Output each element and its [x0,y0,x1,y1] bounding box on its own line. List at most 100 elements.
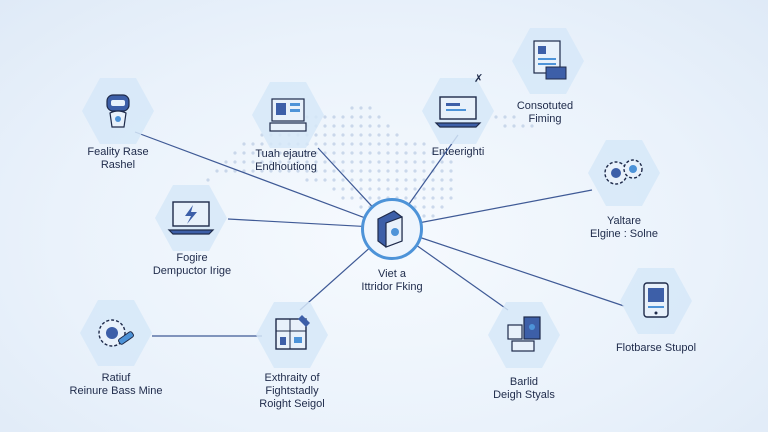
map-dot [287,169,291,173]
label-bottom-left-line1: Ratiuf [101,372,131,384]
map-dot [251,151,255,155]
node-top-right[interactable] [512,28,584,94]
map-dot [251,169,255,173]
map-dot [431,187,435,191]
map-dot [395,151,399,155]
document-stack-icon [533,40,567,80]
map-dot [413,187,417,191]
map-dot [341,133,345,137]
map-dot [359,124,363,128]
map-dot [512,115,516,119]
map-dot [422,187,426,191]
map-dot [341,160,345,164]
label-top-left-line1: Feality Rase [87,146,149,158]
map-dot [359,187,363,191]
hub-node[interactable] [361,198,423,260]
map-dot [368,178,372,182]
map-dot [431,205,435,209]
map-dot [386,151,390,155]
map-dot [269,169,273,173]
node-bottom-left[interactable] [80,300,152,366]
map-dot [431,196,435,200]
node-top-left[interactable] [82,78,154,144]
map-dot [503,124,507,128]
map-dot [449,178,453,182]
map-dot [413,151,417,155]
label-top-center: Tuah ejautre Endhoutiong [255,148,317,174]
map-dot [395,169,399,173]
map-dot [260,151,264,155]
connector-top-left [134,131,393,229]
map-dot [278,151,282,155]
office-desk-icon [269,98,307,132]
node-bottom-right[interactable] [488,302,560,368]
node-right-lower[interactable] [620,268,692,334]
map-dot [440,178,444,182]
map-dot [359,178,363,182]
map-dot [404,178,408,182]
label-bottom-center-line2: Fightstadly [265,385,319,397]
map-dot [449,160,453,164]
map-dot [314,178,318,182]
label-right-upper: Yaltare Elgine : Solne [590,215,658,241]
map-dot [422,160,426,164]
map-dot [395,178,399,182]
map-dot [296,151,300,155]
label-right-upper-line2: Elgine : Solne [590,228,658,240]
map-dot [377,115,381,119]
map-dot [269,160,273,164]
map-dot [251,160,255,164]
label-mid-left-line2: Dempuctor Irige [152,265,232,277]
map-dot [422,142,426,146]
map-dot [305,151,309,155]
map-dot [422,205,426,209]
map-dot [233,151,237,155]
map-dot [305,169,309,173]
hub-label-line1: Viet a [378,268,406,280]
map-dot [404,187,408,191]
map-dot [440,196,444,200]
label-top-center-line2: Endhoutiong [255,161,317,173]
map-dot [323,124,327,128]
label-top-right: Consotuted Fiming [517,100,573,126]
map-dot [413,160,417,164]
map-dot [359,160,363,164]
map-dot [521,124,525,128]
map-dot [206,178,210,182]
map-dot [233,160,237,164]
map-dot [386,187,390,191]
node-mid-left[interactable] [155,185,227,251]
map-dot [323,151,327,155]
map-dot [404,196,408,200]
map-dot [305,178,309,182]
map-dot [350,169,354,173]
map-dot [332,151,336,155]
node-bottom-center[interactable] [256,302,328,368]
node-top-center[interactable] [252,82,324,148]
map-dot [341,115,345,119]
map-dot [395,133,399,137]
map-dot [359,142,363,146]
map-dot [341,169,345,173]
world-map-dots [206,106,534,218]
map-dot [278,169,282,173]
gear-wrench-icon [98,319,134,347]
map-dot [494,115,498,119]
map-dot [251,142,255,146]
map-dot [359,151,363,155]
map-dot [368,160,372,164]
node-top-right-laptop[interactable] [422,78,494,144]
map-dot [422,151,426,155]
label-bottom-left: Ratiuf Reinure Bass Mine [70,372,163,398]
map-dot [341,178,345,182]
map-dot [350,133,354,137]
map-dot [431,214,435,218]
label-bottom-right: Barlid Deigh Styals [493,376,555,402]
map-dot [350,151,354,155]
connector-right-lower [391,227,625,307]
hub-label-line2: Ittridor Fking [361,281,423,293]
map-dot [359,115,363,119]
map-dot [314,151,318,155]
node-right-upper[interactable] [588,140,660,206]
map-dot [404,160,408,164]
